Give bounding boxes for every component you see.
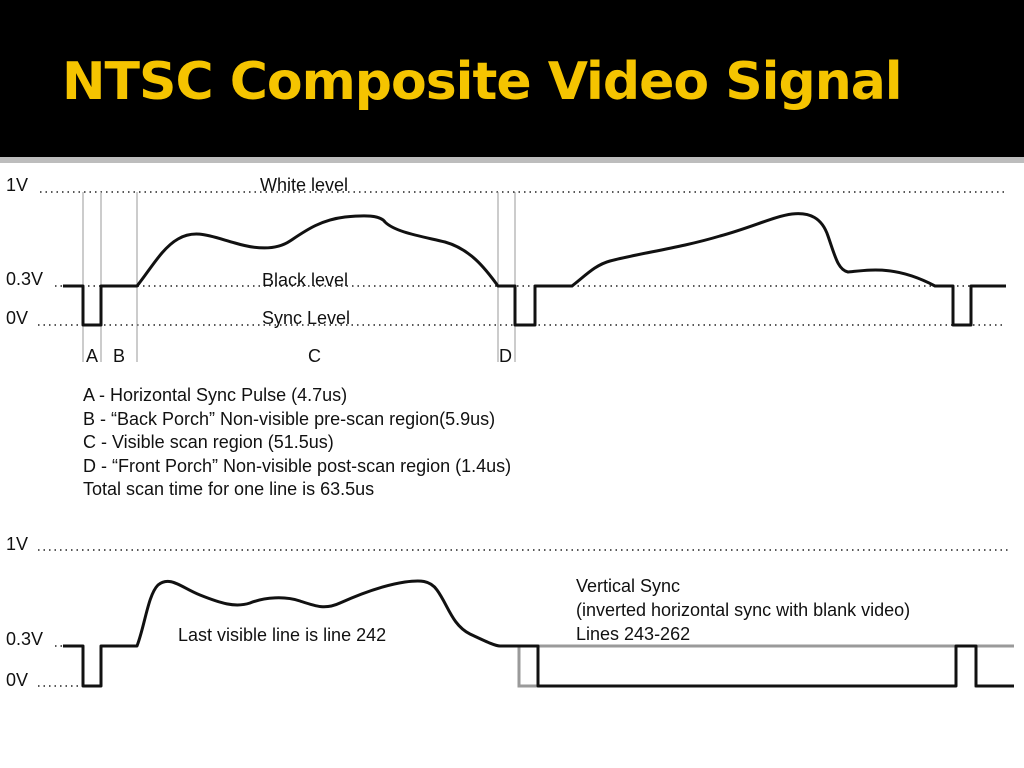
segment-legend: A - Horizontal Sync Pulse (4.7us) B - “B…	[83, 384, 511, 502]
vertical-sync-description: (inverted horizontal sync with blank vid…	[576, 600, 910, 620]
legend-item-b: B - “Back Porch” Non-visible pre-scan re…	[83, 408, 496, 429]
legend-item-c: C - Visible scan region (51.5us)	[83, 432, 334, 452]
segment-label-d: D	[499, 346, 512, 366]
bottom-0v-label: 0V	[6, 670, 28, 690]
title-divider	[0, 157, 1024, 163]
segment-label-a: A	[86, 346, 98, 366]
last-visible-line-label: Last visible line is line 242	[178, 625, 386, 645]
bottom-signal-waveform	[63, 579, 1014, 688]
legend-item-d: D - “Front Porch” Non-visible post-scan …	[83, 455, 512, 476]
sync-level-label: Sync Level	[262, 308, 350, 328]
vertical-sync-lines: Lines 243-262	[576, 624, 690, 644]
black-level-label: Black level	[262, 270, 348, 290]
title-bar	[0, 0, 1024, 157]
legend-total-scan-time: Total scan time for one line is 63.5us	[83, 479, 375, 499]
top-0v-label: 0V	[6, 308, 28, 328]
bottom-1v-label: 1V	[6, 534, 28, 554]
vertical-sync-title: Vertical Sync	[576, 576, 680, 596]
slide-title: NTSC Composite Video Signal	[62, 52, 903, 112]
top-diagram: 1V 0.3V 0V White level Black level Sync …	[6, 175, 1006, 366]
top-1v-label: 1V	[6, 175, 28, 195]
segment-label-c: C	[308, 346, 321, 366]
bottom-diagram: 1V 0.3V 0V Last visible line is line 242…	[6, 534, 1014, 690]
bottom-03v-label: 0.3V	[6, 629, 43, 649]
white-level-label: White level	[260, 175, 348, 195]
top-signal-waveform	[63, 212, 1006, 327]
top-03v-label: 0.3V	[6, 269, 43, 289]
legend-item-a: A - Horizontal Sync Pulse (4.7us)	[83, 385, 348, 405]
inverted-hsync-reference	[500, 644, 1014, 688]
segment-label-b: B	[113, 346, 125, 366]
